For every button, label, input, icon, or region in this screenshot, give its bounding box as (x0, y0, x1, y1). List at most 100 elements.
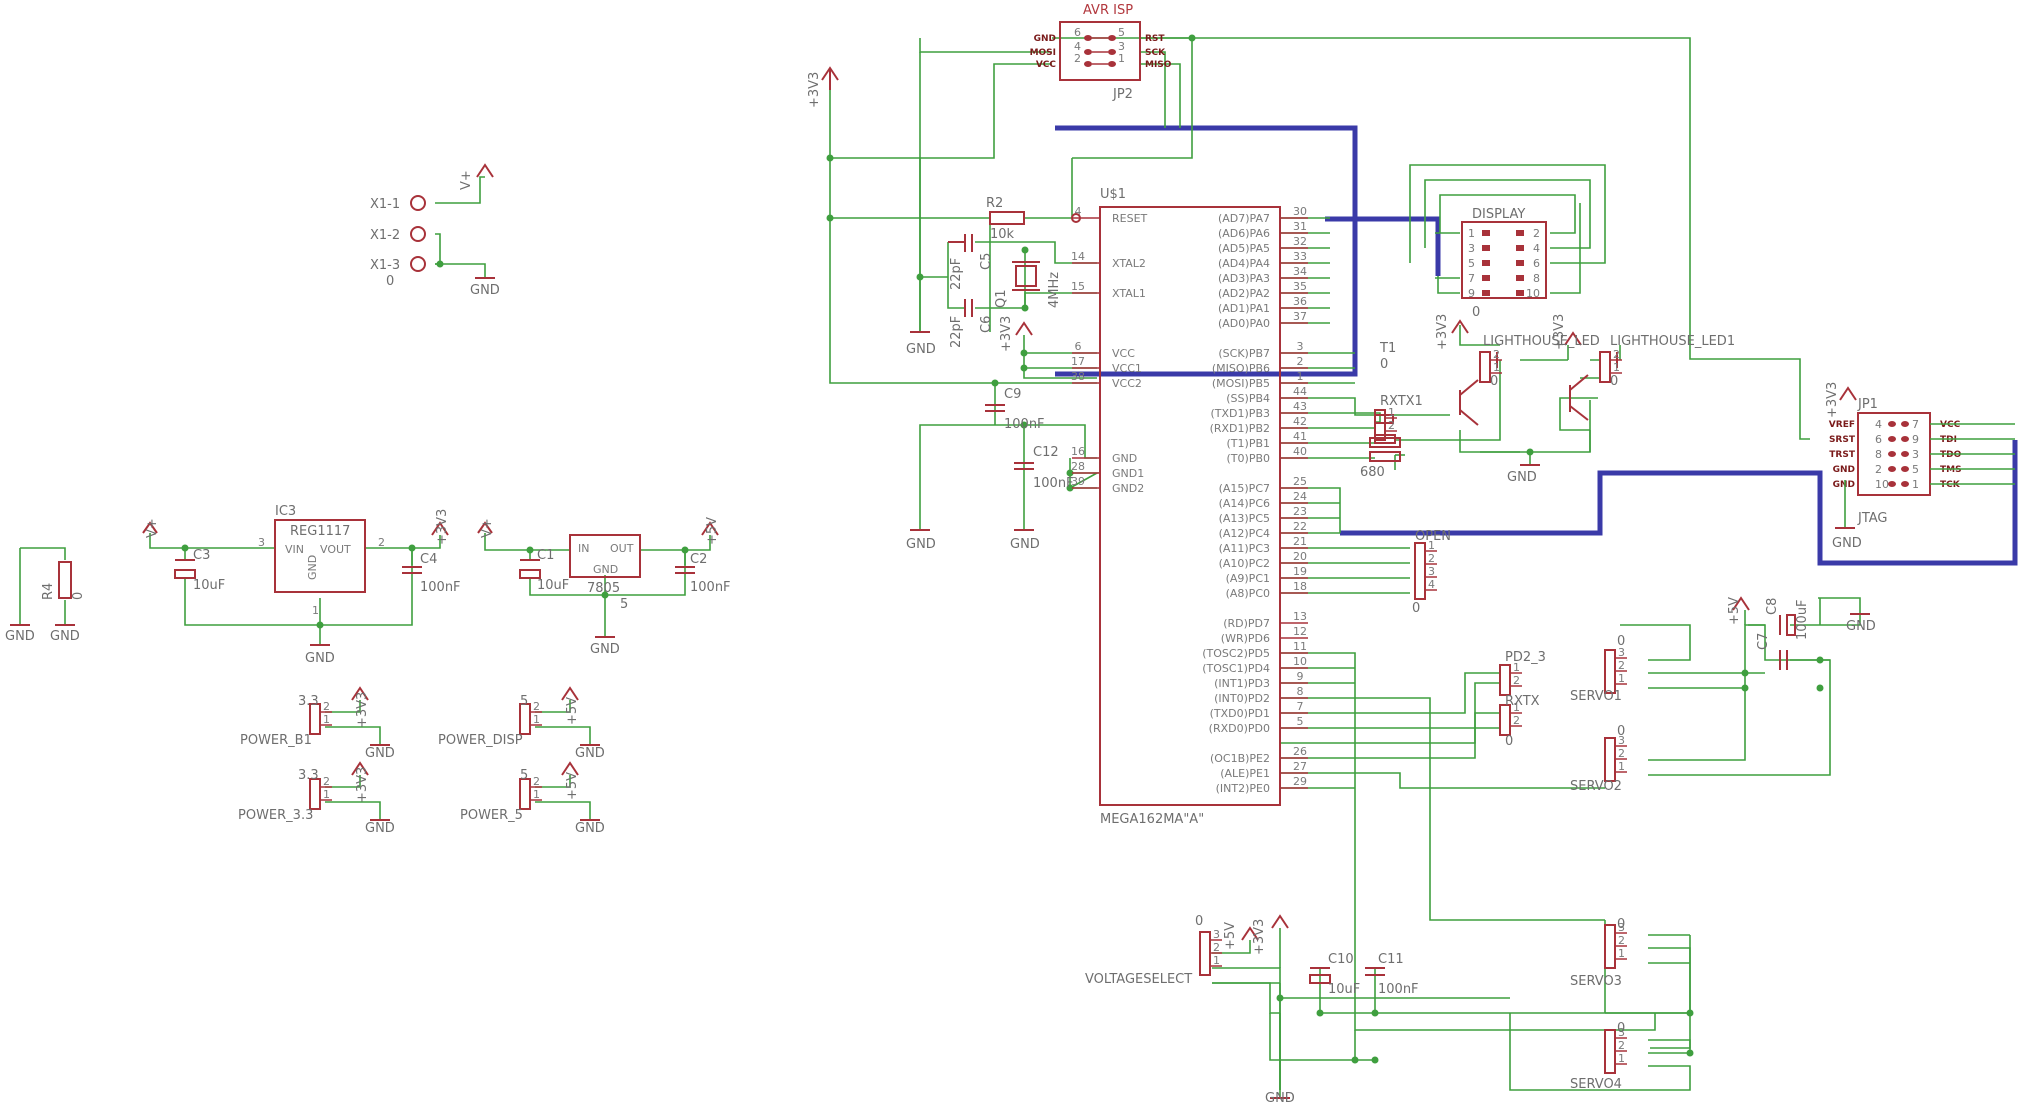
c6-value: 22pF (949, 316, 964, 348)
mcu-pin-number: 3 (1297, 340, 1304, 353)
header-body (1374, 409, 1386, 441)
header-body (309, 778, 321, 810)
display-pin-number: 7 (1468, 272, 1475, 285)
header-pin-number: 2 (1513, 674, 1520, 687)
mcu-pin-label: (TOSC1)PD4 (1202, 662, 1270, 675)
isp-pin-dot (1084, 49, 1092, 55)
jtag-pin-number: 7 (1912, 418, 1919, 431)
mcu-pin-label: (MOSI)PB5 (1212, 377, 1270, 390)
header-pin-number: 2 (1613, 348, 1620, 361)
mcu-pin-number: 27 (1293, 760, 1307, 773)
q1-name: Q1 (994, 289, 1009, 308)
mcu-pin-number: 37 (1293, 310, 1307, 323)
vsel-3v3: +3V3 (1252, 919, 1267, 955)
mcu-pin-label: (RD)PD7 (1223, 617, 1270, 630)
reg5-in: IN (578, 542, 589, 555)
gnd-c8: GND (1846, 619, 1876, 634)
mcu-pin-label: (AD3)PA3 (1218, 272, 1270, 285)
mcu-pin-label: VCC (1112, 347, 1135, 360)
jtag-pin-dot (1888, 436, 1896, 442)
gnd-r4a: GND (5, 629, 35, 644)
header-pin-number: 1 (1513, 701, 1520, 714)
servo1-val: 0 (1617, 634, 1625, 649)
header-pin-number: 2 (1618, 747, 1625, 760)
power-5-name: POWER_5 (460, 808, 523, 823)
power-b1-val: 3.3 (298, 694, 319, 709)
header-body (1499, 704, 1511, 736)
reg5-out: OUT (610, 542, 634, 555)
rxtx-value: 0 (1505, 734, 1513, 749)
mcu-pin-number: 8 (1297, 685, 1304, 698)
c2-value: 100nF (690, 580, 731, 595)
isp-pin-dot (1084, 35, 1092, 41)
isp-pin-number: 4 (1074, 40, 1081, 53)
x1-3-label: X1-3 (370, 258, 400, 273)
c11-name: C11 (1378, 952, 1404, 967)
open-value: 0 (1412, 601, 1420, 616)
header-pin-number: 1 (1618, 1052, 1625, 1065)
mcu-pin-number: 9 (1297, 670, 1304, 683)
isp-name: JP2 (1112, 87, 1133, 102)
c1-value: 10uF (537, 578, 569, 593)
jtag-right-label: TMS (1940, 465, 1962, 475)
gnd-c9: GND (906, 537, 936, 552)
lighthouse1-label: LIGHTHOUSE_LED1 (1610, 334, 1735, 349)
header-pin-number: 1 (323, 713, 330, 726)
jtag-pin-dot (1901, 451, 1909, 457)
r2-name: R2 (986, 196, 1003, 211)
mcu-pin-label: (ALE)PE1 (1220, 767, 1270, 780)
reg5-gnd: GND (593, 563, 618, 576)
jtag-left-label: GND (1833, 465, 1855, 475)
mcu-pin-number: 4 (1075, 205, 1082, 218)
mcu-pin-label: (A12)PC4 (1219, 527, 1270, 540)
mcu-pin-number: 44 (1293, 385, 1307, 398)
mcu-pin-number: 15 (1071, 280, 1085, 293)
header-pin-number: 3 (1428, 565, 1435, 578)
c8-value: 100uF (1795, 599, 1810, 640)
jtag-pin-number: 6 (1875, 433, 1882, 446)
mcu-pin-number: 21 (1293, 535, 1307, 548)
display-pin-pad (1482, 290, 1490, 296)
power-disp-name: POWER_DISP (438, 733, 523, 748)
mcu-pin-label: RESET (1112, 212, 1148, 225)
c9-name: C9 (1004, 387, 1021, 402)
mcu-pin-number: 13 (1293, 610, 1307, 623)
servo4-label: SERVO4 (1570, 1077, 1622, 1092)
display-pin-pad (1516, 260, 1524, 266)
mcu-pin-label: (A10)PC2 (1219, 557, 1270, 570)
display-pin-pad (1482, 245, 1490, 251)
t1-name: T1 (1379, 341, 1396, 356)
power-5-val: 5 (520, 768, 528, 783)
mcu-pin-number: 32 (1293, 235, 1307, 248)
mcu-pin-label: (TXD1)PB3 (1211, 407, 1271, 420)
power-b1-name: POWER_B1 (240, 733, 312, 748)
display-pin-number: 4 (1533, 242, 1540, 255)
mcu-pin-label: (AD5)PA5 (1218, 242, 1270, 255)
power-disp-val: 5 (520, 694, 528, 709)
mcu-pin-number: 5 (1297, 715, 1304, 728)
isp-left-label: GND (1034, 34, 1056, 44)
power-symbols (10, 66, 1870, 1099)
lighthouse-label: LIGHTHOUSE_LED (1483, 334, 1600, 349)
jtag-pin-number: 2 (1875, 463, 1882, 476)
jtag-pin-dot (1888, 421, 1896, 427)
svg-text:2: 2 (378, 536, 385, 549)
c4-value: 100nF (420, 580, 461, 595)
passives (58, 195, 1796, 984)
servo1-label: SERVO1 (1570, 689, 1622, 704)
c8-name: C8 (1765, 598, 1780, 615)
v33-mid-label: +3V3 (999, 316, 1014, 352)
header-pin-number: 2 (1493, 348, 1500, 361)
display-pin-pad (1516, 245, 1524, 251)
jtag-right-label: TCK (1940, 480, 1961, 490)
power-5-v: +5V (565, 772, 580, 800)
t1-value: 0 (1380, 357, 1388, 372)
isp-right-label: RST (1145, 34, 1165, 44)
header-pin-number: 1 (1513, 661, 1520, 674)
mcu-pin-label: (A15)PC7 (1219, 482, 1270, 495)
display-name: DISPLAY (1472, 207, 1525, 222)
mcu-pin-number: 25 (1293, 475, 1307, 488)
mcu-pin-number: 35 (1293, 280, 1307, 293)
gnd-bottom: GND (1265, 1091, 1295, 1106)
